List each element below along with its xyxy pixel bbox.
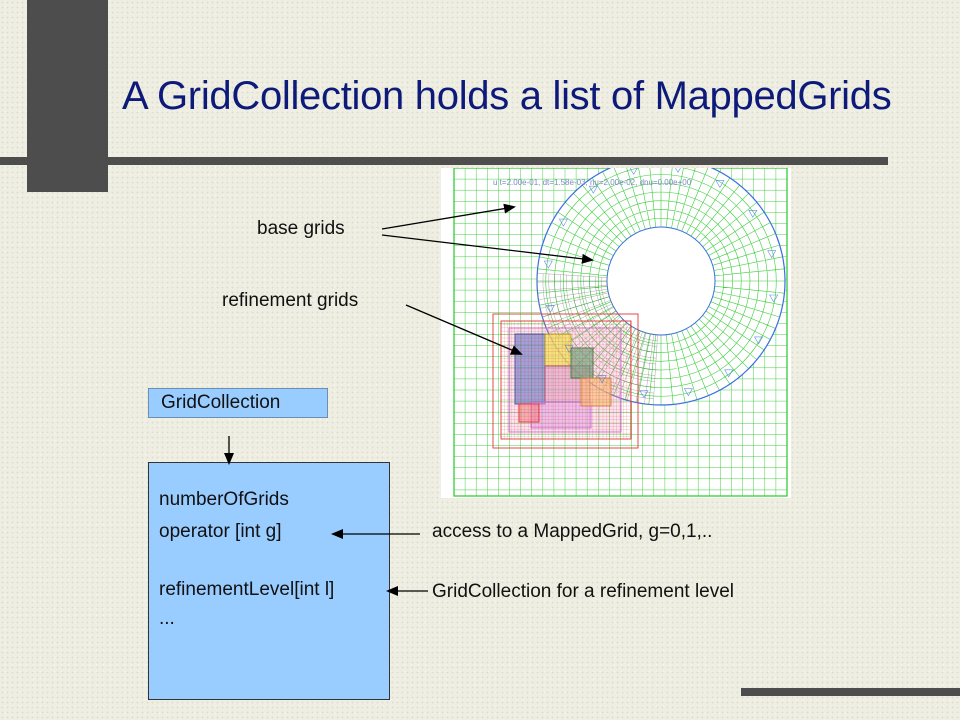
refinement-fine-grid (500, 320, 631, 439)
member-refinement-level: refinementLevel[int l] (159, 579, 335, 600)
member-ellipsis: ... (159, 608, 175, 629)
title-accent-horizontal-bar (0, 157, 888, 165)
refinement-level-label: GridCollection for a refinement level (432, 581, 735, 602)
refinement-grids-label: refinement grids (222, 290, 359, 311)
base-grids-label: base grids (257, 218, 345, 239)
grid-plot: u t=2.00e-01, dt=1.58e-03, nu=2.00e-02, … (453, 156, 788, 497)
grid-collection-box: GridCollection (148, 388, 328, 418)
member-number-of-grids: numberOfGrids (159, 489, 289, 510)
refinement-patch-green (570, 347, 594, 379)
refinement-patch-yellow (544, 333, 572, 367)
class-members-box: numberOfGrids operator [int g] refinemen… (148, 462, 390, 700)
footer-accent-bar (741, 688, 960, 696)
grid-image-header: u t=2.00e-01, dt=1.58e-03, nu=2.00e-02, … (493, 178, 692, 187)
grid-collection-box-label: GridCollection (161, 392, 281, 413)
slide-title: A GridCollection holds a list of MappedG… (122, 74, 892, 118)
annulus-markers (543, 165, 779, 399)
member-operator: operator [int g] (159, 521, 282, 542)
refinement-region-outer (492, 313, 639, 449)
grid-image: u t=2.00e-01, dt=1.58e-03, nu=2.00e-02, … (441, 156, 791, 498)
refinement-patch-red (518, 403, 540, 423)
refinement-patch-blue (514, 333, 546, 405)
access-label: access to a MappedGrid, g=0,1,.. (432, 521, 713, 542)
